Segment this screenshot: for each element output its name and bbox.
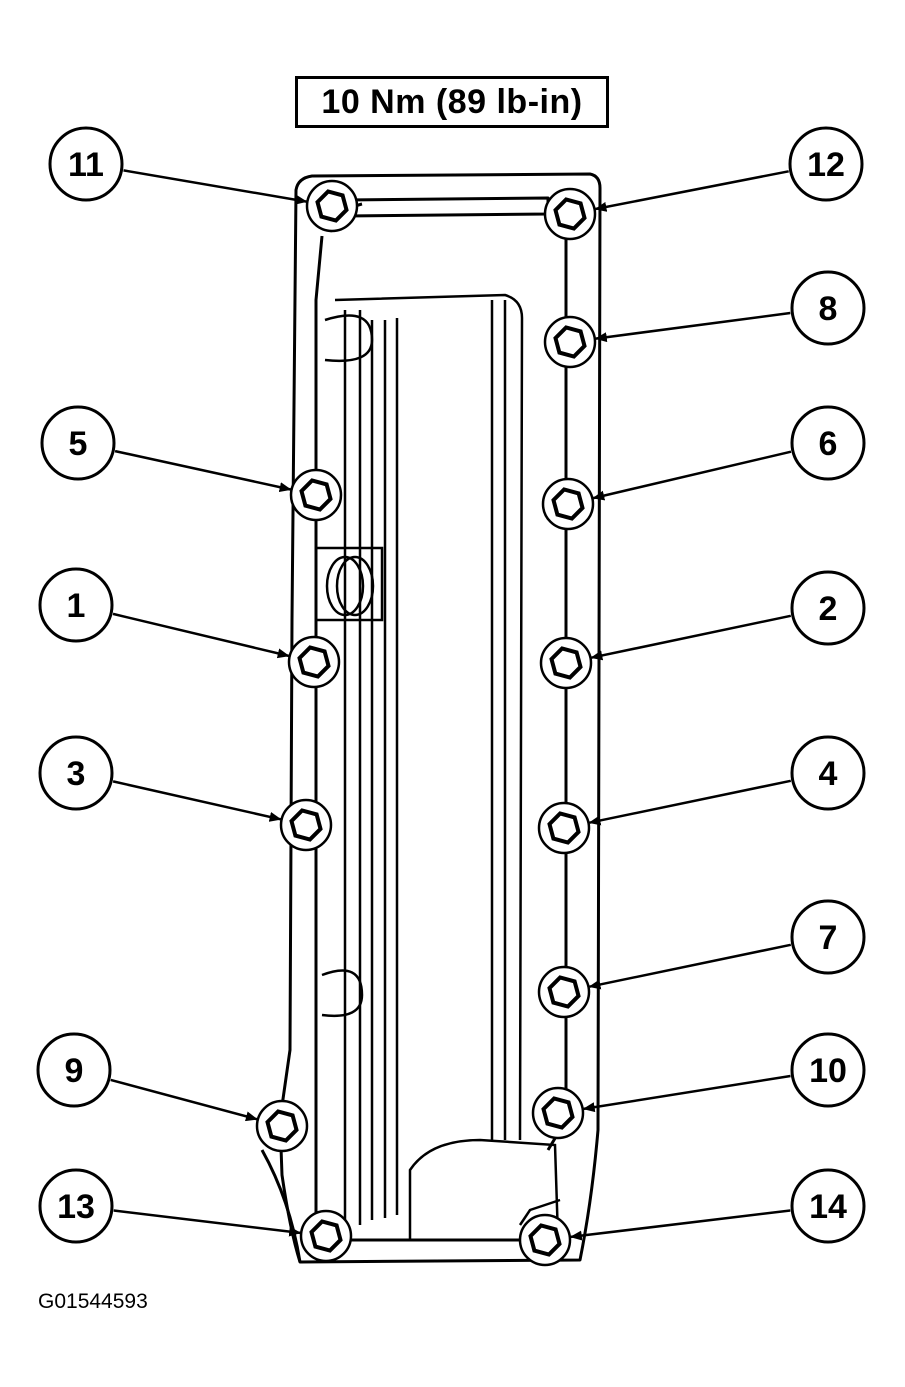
leader-arrow-11 [123, 169, 308, 205]
callout-circle [790, 570, 866, 646]
callout-3: 3 [38, 735, 114, 811]
callout-10: 10 [790, 1032, 866, 1108]
callout-circle [38, 567, 114, 643]
callout-circle [790, 1168, 866, 1244]
callout-number: 5 [69, 425, 88, 463]
callout-number: 13 [57, 1188, 95, 1226]
bolt-13 [299, 1209, 353, 1263]
leader-arrow-9 [110, 1078, 258, 1122]
callout-circle [790, 735, 866, 811]
bolt-10 [531, 1086, 585, 1140]
callout-number: 7 [819, 919, 838, 957]
bolt-6 [541, 477, 595, 531]
callout-5: 5 [40, 405, 116, 481]
torque-spec-label: 10 Nm (89 lb-in) [321, 82, 583, 121]
bolt-hex-head [315, 189, 349, 223]
bolt-hex-head [541, 1096, 575, 1130]
bolt-hex-head [528, 1223, 562, 1257]
callout-1: 1 [38, 567, 114, 643]
callout-number: 14 [809, 1188, 847, 1226]
callout-circle [790, 405, 866, 481]
leader-arrow-1 [112, 612, 290, 659]
callout-number: 4 [819, 755, 838, 793]
figure-id: G01544593 [38, 1290, 148, 1313]
bolt-hex-head [289, 808, 323, 842]
bolt-2 [539, 636, 593, 690]
leader-arrow-10 [582, 1074, 791, 1113]
callout-13: 13 [38, 1168, 114, 1244]
callout-circle [790, 1032, 866, 1108]
bolt-hex-head [547, 975, 581, 1009]
bolt-layer [255, 179, 597, 1267]
leader-arrow-3 [112, 780, 282, 822]
leader-arrow-8 [594, 311, 791, 343]
leader-arrow-6 [592, 450, 792, 501]
callout-14: 14 [790, 1168, 866, 1244]
callout-4: 4 [790, 735, 866, 811]
leader-arrow-2 [590, 614, 792, 661]
leader-arrow-13 [113, 1209, 302, 1237]
callout-number: 6 [819, 425, 838, 463]
bolt-hex-head [547, 811, 581, 845]
callout-9: 9 [36, 1032, 112, 1108]
bolt-14 [518, 1213, 572, 1267]
callout-circle [790, 270, 866, 346]
callout-number: 12 [807, 146, 845, 184]
callout-circle [790, 899, 866, 975]
bolt-hex-head [297, 645, 331, 679]
callout-number: 3 [67, 755, 86, 793]
bolt-11 [305, 179, 359, 233]
bolt-5 [289, 468, 343, 522]
bolt-7 [537, 965, 591, 1019]
callout-8: 8 [790, 270, 866, 346]
leader-arrow-4 [588, 779, 792, 826]
callout-12: 12 [788, 126, 864, 202]
callout-circle [36, 1032, 112, 1108]
callout-circle [40, 405, 116, 481]
callout-number: 8 [819, 290, 838, 328]
bolt-hex-head [553, 197, 587, 231]
callout-7: 7 [790, 899, 866, 975]
cover-body [321, 293, 561, 1240]
bolt-hex-head [553, 325, 587, 359]
leader-arrow-5 [114, 449, 292, 493]
bolt-hex-head [299, 478, 333, 512]
callout-circle [48, 126, 124, 202]
bolt-hex-head [549, 646, 583, 680]
callout-number: 10 [809, 1052, 847, 1090]
arrow-layer [110, 169, 792, 1241]
callout-circle [788, 126, 864, 202]
oil-filler-cap [314, 546, 384, 622]
callout-11: 11 [48, 126, 124, 202]
bolt-12 [543, 187, 597, 241]
leader-arrow-12 [594, 170, 789, 212]
callout-circle [38, 1168, 114, 1244]
bolt-3 [279, 798, 333, 852]
bolt-4 [537, 801, 591, 855]
bolt-9 [255, 1099, 309, 1153]
callout-number: 2 [819, 590, 838, 628]
callout-number: 9 [65, 1052, 84, 1090]
bolt-hex-head [309, 1219, 343, 1253]
leader-arrow-14 [569, 1209, 791, 1241]
torque-spec-box: 10 Nm (89 lb-in) [295, 76, 609, 128]
bolt-hex-head [265, 1109, 299, 1143]
callout-number: 1 [67, 587, 86, 625]
callout-circle [38, 735, 114, 811]
callout-6: 6 [790, 405, 866, 481]
bolt-hex-head [551, 487, 585, 521]
callout-2: 2 [790, 570, 866, 646]
callout-number: 11 [68, 146, 104, 184]
bolt-1 [287, 635, 341, 689]
bolt-8 [543, 315, 597, 369]
leader-arrow-7 [588, 943, 792, 990]
